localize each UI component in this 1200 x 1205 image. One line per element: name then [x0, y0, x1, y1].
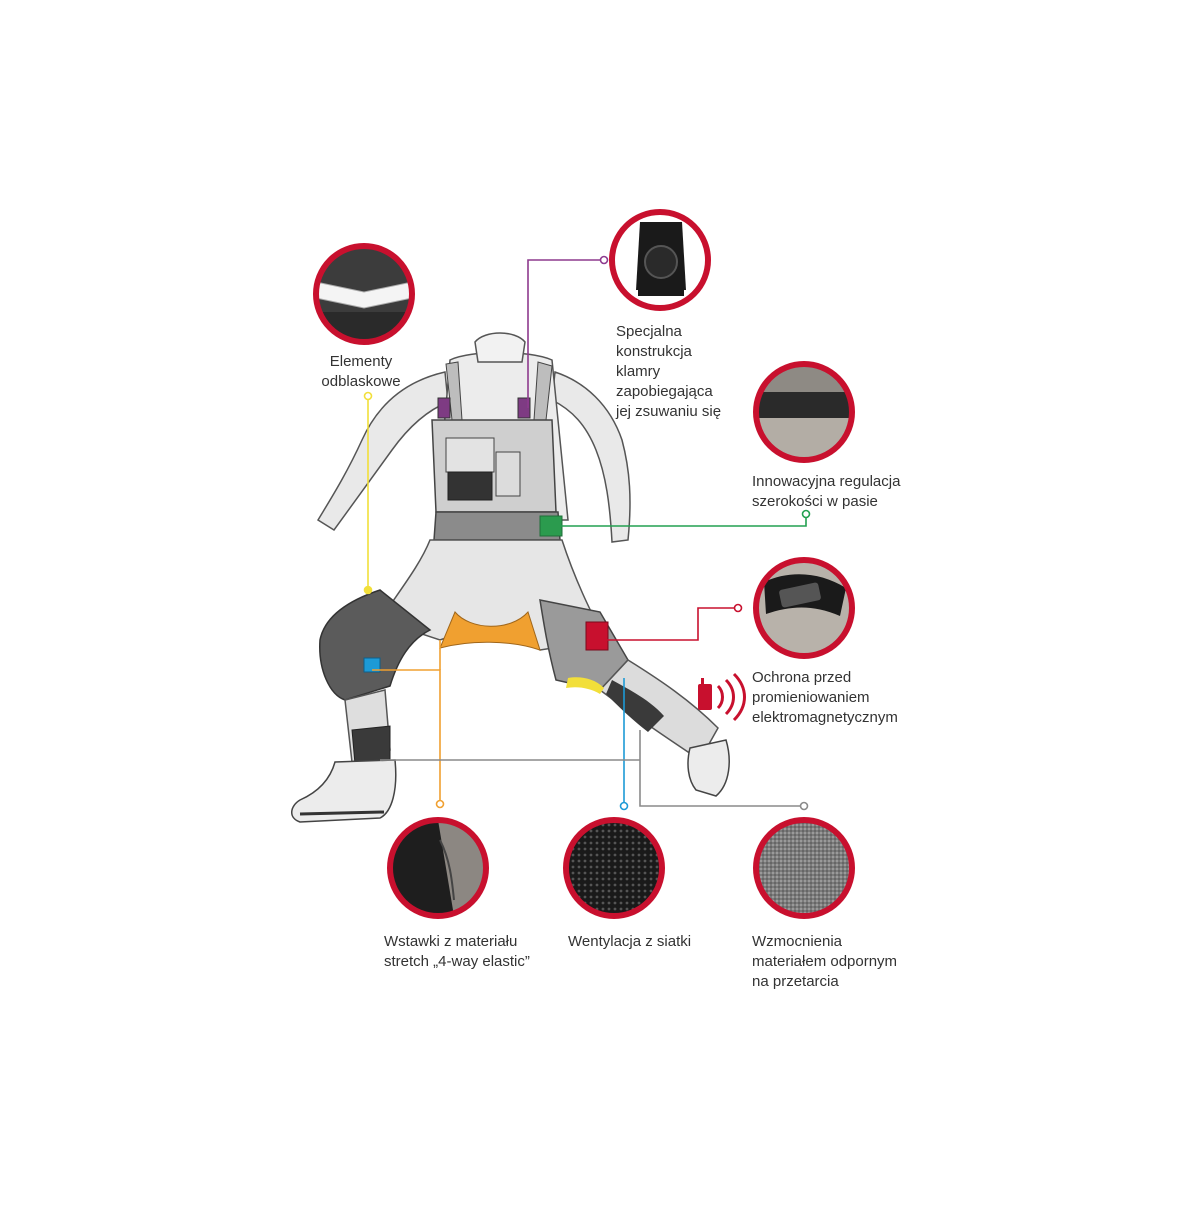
stretch-fabric-icon — [387, 817, 489, 919]
mesh-icon — [563, 817, 665, 919]
label-mesh: Wentylacja z siatki — [568, 933, 692, 950]
buckle-icon — [609, 209, 711, 311]
label-waist: Innowacyjna regulacja szerokości w pasie — [752, 473, 901, 510]
label-buckle: Specjalna konstrukcja klamry zapobiegają… — [616, 323, 722, 420]
reflective-strip-icon — [313, 243, 415, 345]
label-emf: Ochrona przed promieniowaniem elektromag… — [752, 669, 898, 726]
reinforced-fabric-icon — [753, 817, 855, 919]
label-reflective: Elementy odblaskowe — [321, 353, 401, 390]
label-stretch: Wstawki z materiału stretch „4-way elast… — [384, 933, 530, 970]
waist-adjust-icon — [753, 361, 855, 463]
label-reinforce: Wzmocnienia materiałem odpornym na przet… — [752, 933, 898, 990]
radiation-signal-icon — [698, 672, 746, 722]
connector-lines — [363, 255, 811, 811]
worker-figure — [291, 332, 730, 823]
phone-pocket-icon — [753, 557, 855, 659]
